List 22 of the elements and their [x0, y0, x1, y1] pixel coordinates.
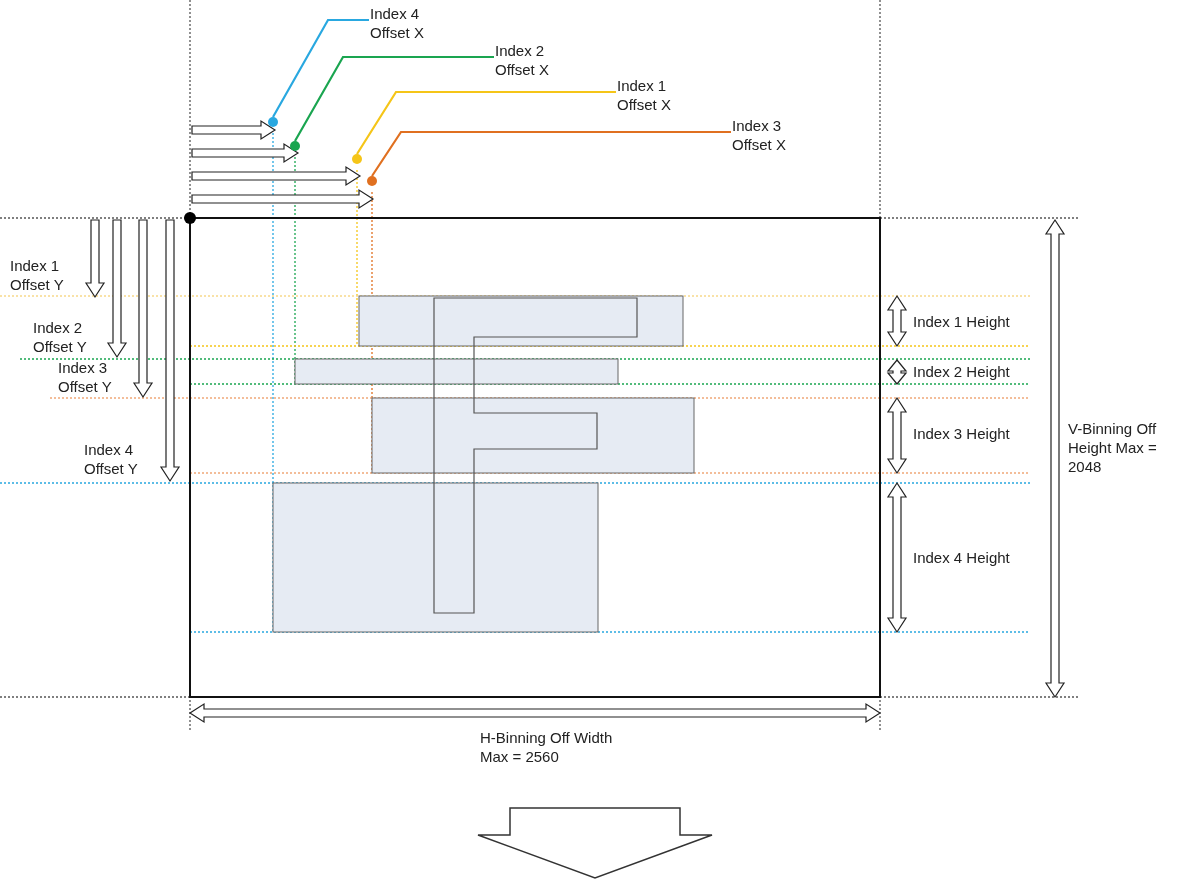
- marker-dot: [290, 141, 300, 151]
- height-label: Index 2 Height: [913, 362, 1011, 381]
- leader-line: [294, 55, 494, 142]
- offset-label: Index 2 Offset X: [495, 41, 575, 79]
- marker-dot: [367, 176, 377, 186]
- offset-label: Index 3 Offset Y: [58, 358, 113, 396]
- marker-dot: [352, 154, 362, 164]
- offset-label: Index 4 Offset Y: [84, 440, 139, 478]
- binning-label: V-Binning Off Height Max = 2048: [1068, 419, 1158, 476]
- leader-line: [356, 90, 616, 155]
- offset-label: Index 1 Offset X: [617, 76, 697, 114]
- binning-label: H-Binning Off Width Max = 2560: [480, 728, 614, 766]
- leader-line: [272, 18, 369, 118]
- offset-label: Index 3 Offset X: [732, 116, 812, 154]
- height-label: Index 1 Height: [913, 312, 1011, 331]
- marker-dot: [268, 117, 278, 127]
- offset-label: Index 4 Offset X: [370, 4, 450, 42]
- offset-label: Index 2 Offset Y: [33, 318, 88, 356]
- height-label: Index 3 Height: [913, 424, 1011, 443]
- height-label: Index 4 Height: [913, 548, 1011, 567]
- offset-label: Index 1 Offset Y: [10, 256, 65, 294]
- leader-line: [371, 130, 731, 177]
